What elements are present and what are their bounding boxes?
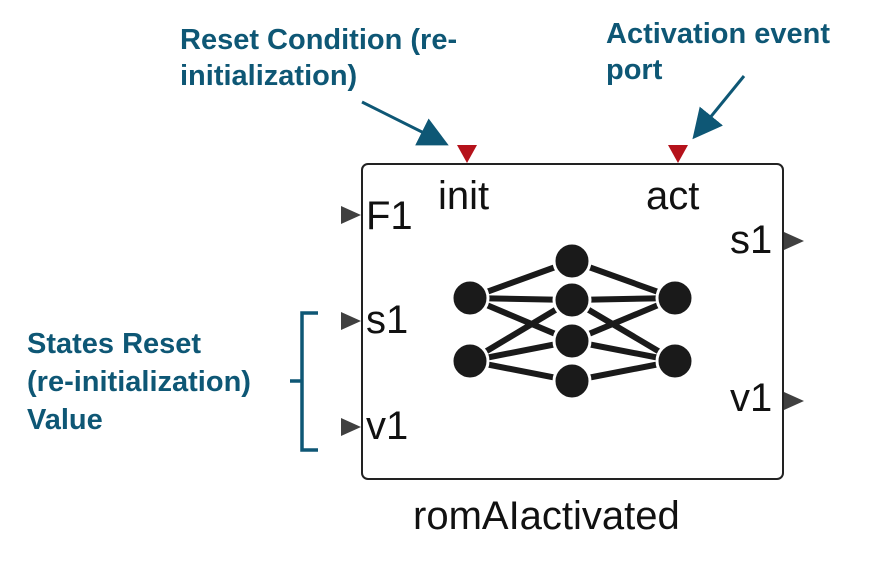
- nn-node: [552, 361, 592, 401]
- event-port-label-act: act: [646, 174, 700, 218]
- input-port-label-v1: v1: [366, 404, 409, 448]
- neural-network-icon: [450, 241, 695, 401]
- activation-event-annotation: Activation event port: [606, 16, 876, 88]
- reset-condition-arrow: [361, 100, 449, 146]
- states-reset-annotation: States Reset (re-initialization) Value: [27, 325, 297, 439]
- block-body[interactable]: [361, 163, 784, 480]
- states-bracket: [290, 311, 318, 452]
- annotation-line: Activation event: [606, 18, 830, 50]
- nn-node: [552, 321, 592, 361]
- output-port-s1[interactable]: [784, 232, 804, 250]
- nn-node: [450, 278, 490, 318]
- input-port-f1[interactable]: [341, 206, 361, 224]
- event-port-init[interactable]: [457, 145, 477, 163]
- nn-node: [552, 280, 592, 320]
- annotation-line: initialization): [180, 60, 358, 92]
- input-port-s1[interactable]: [341, 312, 361, 330]
- nn-node: [655, 341, 695, 381]
- input-port-v1[interactable]: [341, 418, 361, 436]
- output-port-label-v1: v1: [730, 376, 773, 420]
- input-port-label-f1: F1: [366, 194, 413, 238]
- nn-node: [655, 278, 695, 318]
- nn-node: [450, 341, 490, 381]
- annotation-line: Reset Condition (re-: [180, 24, 458, 56]
- annotation-line: (re-initialization): [27, 366, 251, 398]
- output-port-label-s1: s1: [730, 218, 773, 262]
- activation-event-arrow: [692, 75, 746, 140]
- event-port-act[interactable]: [668, 145, 688, 163]
- input-port-label-s1: s1: [366, 298, 409, 342]
- output-port-v1[interactable]: [784, 392, 804, 410]
- annotation-line: Value: [27, 404, 103, 436]
- reset-condition-annotation: Reset Condition (re- initialization): [180, 22, 510, 94]
- event-port-label-init: init: [438, 174, 490, 218]
- annotation-line: port: [606, 54, 663, 86]
- annotation-line: States Reset: [27, 328, 202, 360]
- block-name: romAIactivated: [413, 494, 680, 538]
- nn-node: [552, 241, 592, 281]
